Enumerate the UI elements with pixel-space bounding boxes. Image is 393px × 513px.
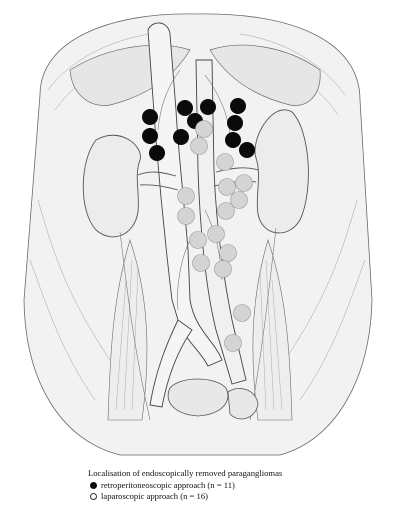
lap-marker bbox=[196, 121, 213, 138]
lap-marker bbox=[217, 154, 234, 171]
lap-marker bbox=[218, 203, 235, 220]
lap-marker bbox=[190, 232, 207, 249]
retro-marker bbox=[227, 115, 243, 131]
lap-marker bbox=[215, 261, 232, 278]
anatomical-illustration bbox=[0, 0, 393, 462]
retro-marker bbox=[177, 100, 193, 116]
retro-marker bbox=[142, 109, 158, 125]
lap-marker bbox=[191, 138, 208, 155]
retro-marker bbox=[230, 98, 246, 114]
lap-marker bbox=[219, 179, 236, 196]
legend-label-laparoscopic: laparoscopic approach (n = 16) bbox=[101, 491, 208, 502]
right-kidney bbox=[255, 110, 308, 233]
retro-marker bbox=[239, 142, 255, 158]
lap-marker bbox=[178, 208, 195, 225]
retro-marker bbox=[149, 145, 165, 161]
legend-caption: Localisation of endoscopically removed p… bbox=[88, 468, 388, 479]
retro-marker bbox=[173, 129, 189, 145]
open-circle-icon bbox=[90, 493, 97, 500]
retro-marker bbox=[225, 132, 241, 148]
lap-marker bbox=[178, 188, 195, 205]
lap-marker bbox=[208, 226, 225, 243]
retro-marker bbox=[142, 128, 158, 144]
lap-marker bbox=[220, 245, 237, 262]
lap-marker bbox=[234, 305, 251, 322]
lap-marker bbox=[225, 335, 242, 352]
legend-item-retroperitoneoscopic: retroperitoneoscopic approach (n = 11) bbox=[90, 480, 388, 491]
figure-legend: Localisation of endoscopically removed p… bbox=[88, 468, 388, 502]
retro-marker bbox=[200, 99, 216, 115]
legend-item-laparoscopic: laparoscopic approach (n = 16) bbox=[90, 491, 388, 502]
lap-marker bbox=[193, 255, 210, 272]
legend-label-retroperitoneoscopic: retroperitoneoscopic approach (n = 11) bbox=[101, 480, 235, 491]
lap-marker bbox=[236, 175, 253, 192]
left-kidney bbox=[83, 135, 140, 237]
filled-circle-icon bbox=[90, 482, 97, 489]
